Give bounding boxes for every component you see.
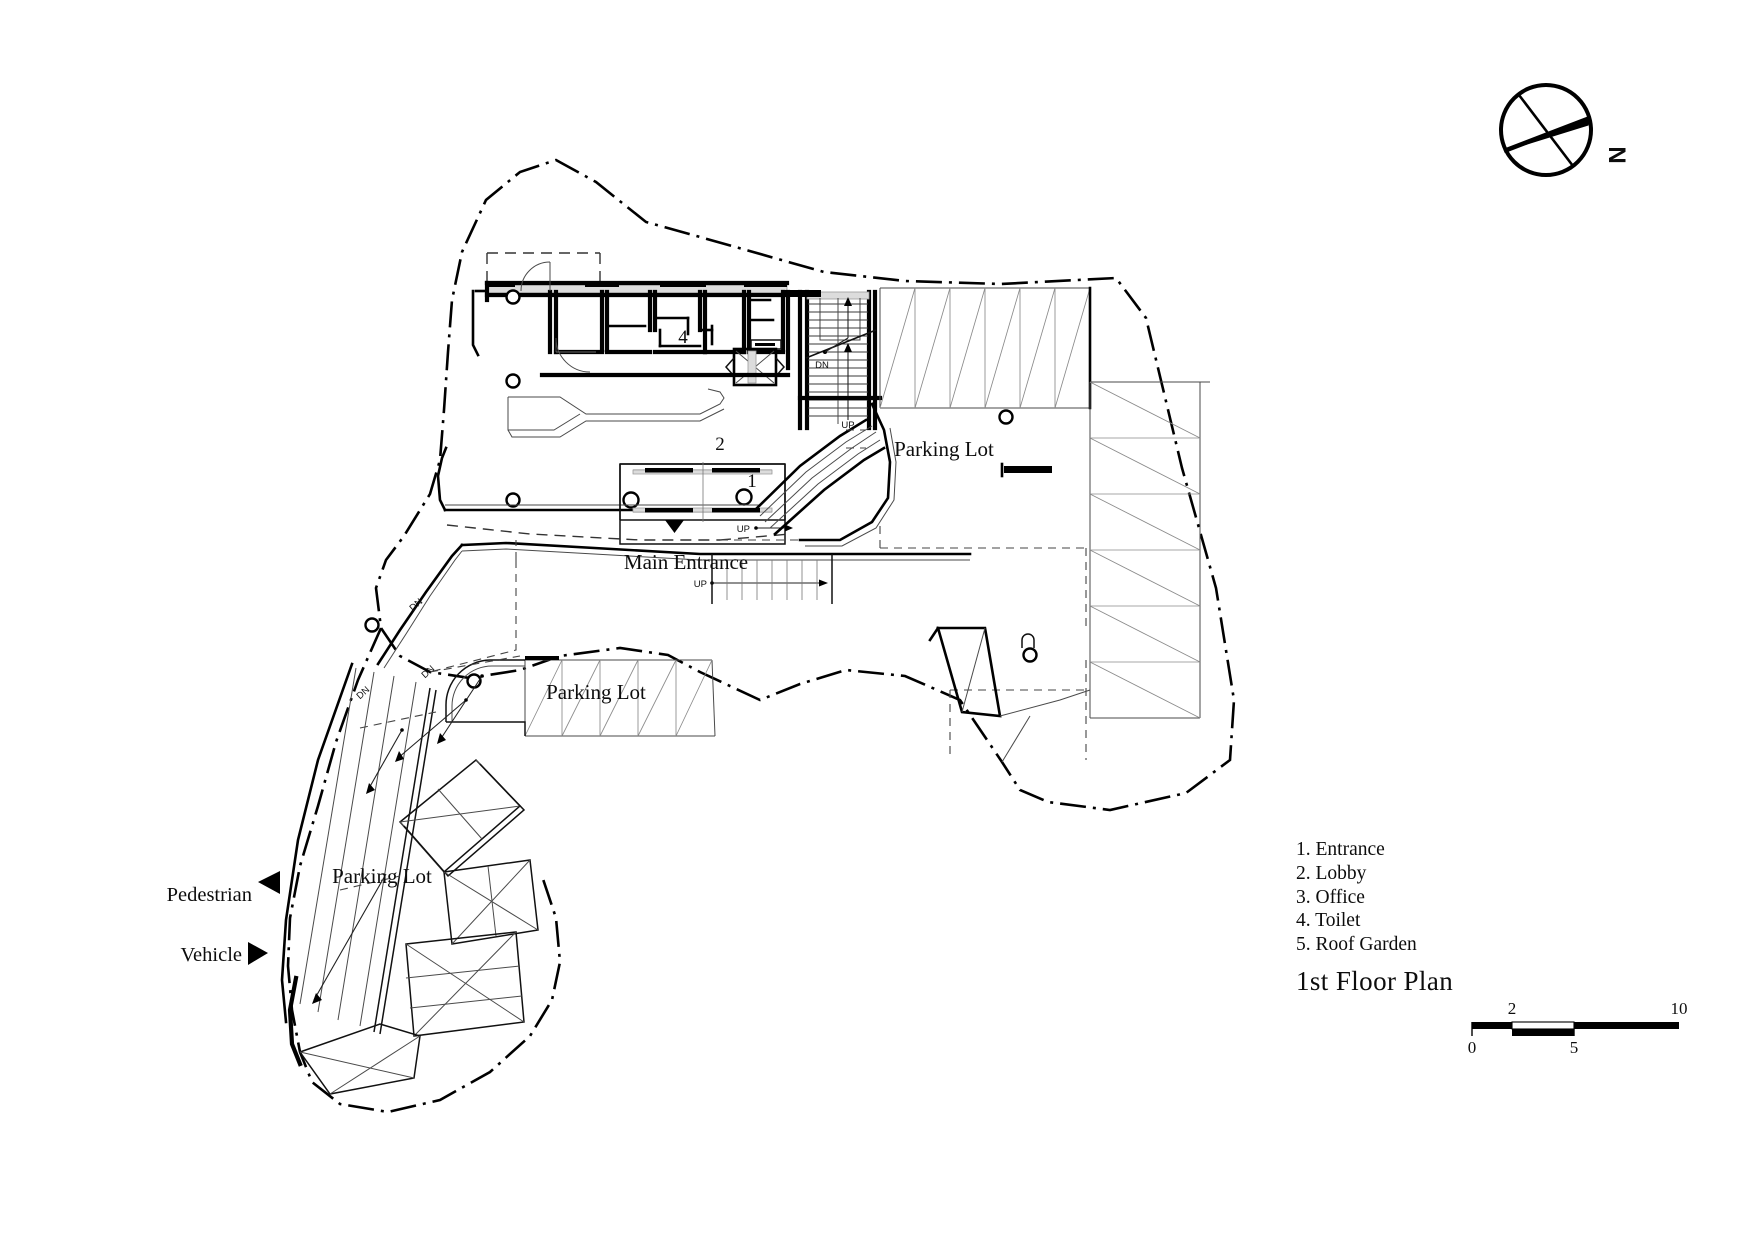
parking-lot-upper — [879, 286, 1092, 410]
upper-floor-outline — [879, 520, 1087, 760]
scale-tick-0: 0 — [1468, 1038, 1477, 1057]
columns — [364, 289, 1038, 689]
marker-ramp-up-1: UP — [737, 524, 750, 535]
scale-tick-5: 5 — [1570, 1038, 1579, 1057]
parking-lot-east — [1000, 381, 1210, 719]
label-room-toilet: 4 — [678, 327, 688, 348]
ramp-up-marker-2 — [710, 579, 828, 587]
drawing-title-block: 1st Floor Plan — [1296, 966, 1453, 997]
driveway-ramps — [299, 655, 521, 1035]
entry-plaza — [376, 524, 972, 673]
main-stair — [783, 289, 878, 431]
lobby-interior — [436, 372, 791, 512]
marker-ramp-dn-2: DN — [420, 663, 438, 680]
ramp-dn-1 — [437, 674, 484, 744]
marker-stair-dn: DN — [815, 360, 829, 371]
ramp-dn-2 — [395, 698, 468, 762]
label-parking-lot-lower: Parking Lot — [332, 864, 432, 888]
marker-ramp-up-2: UP — [694, 579, 707, 590]
plan-text-annotations: 4 2 1 Main Entrance Parking Lot Parking … — [167, 327, 994, 966]
label-room-entrance: 1 — [747, 471, 757, 492]
ramp-dimension-arrow — [312, 873, 387, 1004]
vehicle-arrow-icon — [248, 942, 268, 965]
label-main-entrance: Main Entrance — [624, 550, 748, 574]
elevator-shaft — [724, 347, 786, 387]
label-parking-lot-mid: Parking Lot — [546, 680, 646, 704]
north-arrow-label: N — [1603, 146, 1630, 163]
scale-tick-10: 10 — [1671, 999, 1688, 1018]
ramp-dn-3 — [366, 728, 404, 794]
legend-item-3: 3. Office — [1296, 886, 1365, 908]
label-room-lobby: 2 — [715, 434, 725, 455]
north-arrow: N — [1499, 83, 1630, 177]
legend-item-2: 2. Lobby — [1296, 862, 1367, 884]
legend-item-4: 4. Toilet — [1296, 910, 1361, 932]
door-swing-north — [520, 261, 551, 292]
entrance-vestibule — [619, 462, 786, 545]
access-markers — [248, 871, 280, 965]
legend: 1. Entrance 2. Lobby 3. Office 4. Toilet… — [1296, 838, 1417, 957]
ramp-up-marker-1 — [754, 524, 793, 532]
north-wall-piers — [487, 281, 787, 287]
entrance-direction-marker — [665, 520, 684, 533]
southeast-structures — [928, 626, 1091, 763]
building-envelope — [364, 252, 1038, 689]
scale-bar: 0 2 5 10 — [1468, 999, 1688, 1057]
site-boundary — [286, 158, 1236, 1114]
label-parking-lot-upper: Parking Lot — [894, 437, 994, 461]
marker-stair-up: UP — [841, 420, 854, 431]
legend-item-5: 5. Roof Garden — [1296, 934, 1417, 956]
site-retaining-wall — [280, 662, 354, 1067]
parking-lot-mid — [445, 656, 716, 737]
drawing-title: 1st Floor Plan — [1296, 966, 1454, 996]
parking-lot-lower — [298, 758, 539, 1095]
door-swing-room — [555, 337, 596, 373]
scale-tick-2: 2 — [1508, 999, 1517, 1018]
curved-entry-wall — [753, 395, 897, 547]
legend-item-1: 1. Entrance — [1296, 839, 1385, 860]
pedestrian-arrow-icon — [258, 871, 280, 894]
label-pedestrian: Pedestrian — [167, 884, 252, 906]
label-vehicle: Vehicle — [181, 944, 242, 966]
